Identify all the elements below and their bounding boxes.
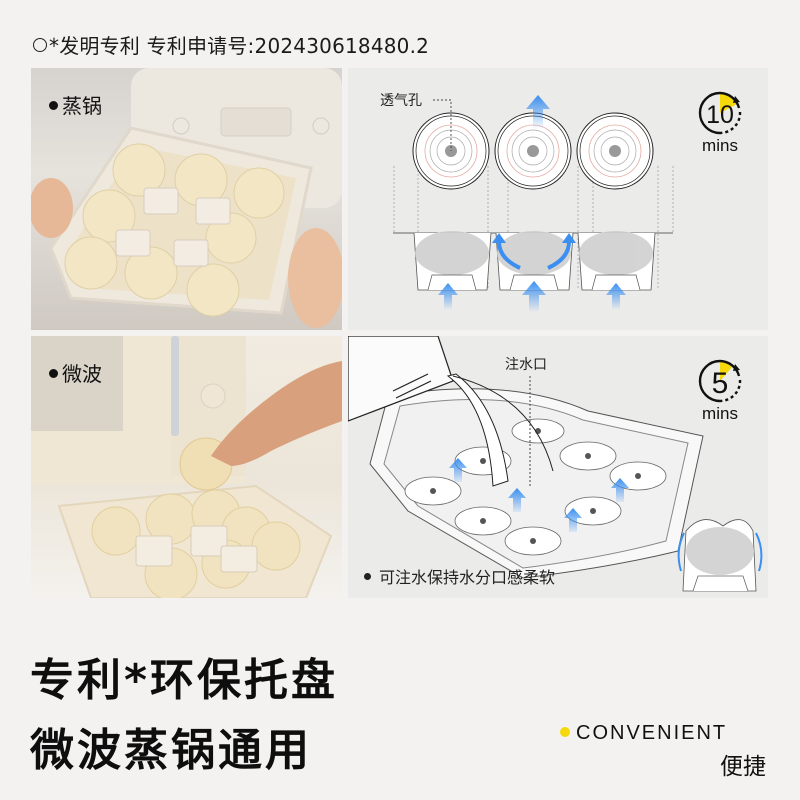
dot-icon bbox=[49, 101, 58, 110]
patent-info: *发明专利 专利申请号:202430618480.2 bbox=[33, 30, 429, 59]
steamer-tray-illustration bbox=[31, 68, 342, 328]
timer-5-mins: 5 mins bbox=[688, 356, 752, 424]
steam-flow-illustration bbox=[393, 95, 674, 312]
arrow-up-icon bbox=[438, 95, 626, 312]
svg-text:10: 10 bbox=[706, 101, 734, 129]
steamer-label: 蒸锅 bbox=[49, 90, 102, 119]
steamer-photo: 蒸锅 bbox=[31, 68, 342, 330]
clock-timer-icon: 5 bbox=[698, 359, 742, 403]
microwave-tray-illustration bbox=[31, 336, 342, 598]
bun-steam-inset bbox=[677, 519, 763, 592]
patent-prefix: *发明专利 bbox=[49, 34, 140, 58]
dot-icon bbox=[49, 369, 58, 378]
application-label: 专利申请号: bbox=[146, 34, 255, 58]
dot-icon bbox=[364, 573, 371, 580]
arrow-up-icon bbox=[449, 458, 629, 532]
inlet-label: 注水口 bbox=[505, 357, 547, 373]
water-pour-illustration bbox=[348, 336, 763, 592]
dot-icon bbox=[560, 727, 570, 737]
vent-label: 透气孔 bbox=[380, 93, 422, 109]
headline-line-1: 专利*环保托盘 bbox=[30, 655, 339, 706]
application-number: 202430618480.2 bbox=[254, 34, 430, 58]
steam-vent-diagram: 透气孔 10 mins bbox=[348, 68, 768, 330]
feature-label-cn: 便捷 bbox=[720, 754, 766, 780]
timer-10-mins: 10 mins bbox=[688, 88, 752, 156]
water-note: 可注水保持水分口感柔软 bbox=[364, 564, 555, 588]
circle-icon bbox=[33, 38, 47, 52]
feature-label-en: CONVENIENT bbox=[560, 722, 727, 745]
svg-text:5: 5 bbox=[712, 367, 729, 400]
water-inlet-diagram: 注水口 5 mins 可注水保持水分口感柔软 bbox=[348, 336, 768, 598]
clock-timer-icon: 10 bbox=[698, 91, 742, 135]
microwave-label: 微波 bbox=[49, 358, 102, 387]
timer-unit: mins bbox=[702, 136, 738, 155]
timer-unit: mins bbox=[702, 404, 738, 423]
microwave-photo: 微波 bbox=[31, 336, 342, 598]
headline-line-2: 微波蒸锅通用 bbox=[30, 725, 312, 776]
